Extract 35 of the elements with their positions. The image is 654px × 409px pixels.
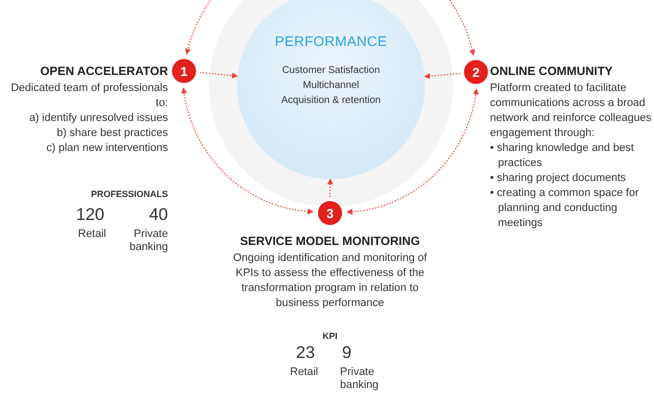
section-heading: SERVICE MODEL MONITORING (238, 234, 422, 248)
stat-label: Retail (78, 228, 108, 241)
list-item: c) plan new interventions (45, 141, 168, 156)
dotted-arrow (181, 87, 314, 214)
dotted-arrow (424, 72, 461, 80)
circle-item: Acquisition & retention (281, 94, 381, 108)
stat-heading: KPI (321, 330, 338, 342)
description-text: Ongoing identification and monitoring of KPIs to assess the effectiveness of the transformation program in relation to business performance (232, 251, 428, 311)
list-item: a) identify unresolved issues (28, 111, 168, 126)
section-heading: ONLINE COMMUNITY (490, 64, 614, 78)
bullet-item: • creating a common space for planning and conducting meetings (490, 186, 640, 231)
circle-item: Multichannel (302, 79, 360, 93)
stat-number: 120 (76, 204, 106, 226)
number-badge: 3 (318, 201, 342, 225)
stat-number: 23 (296, 342, 316, 364)
stat-number: 9 (342, 342, 352, 364)
number-badge: 1 (172, 59, 196, 83)
number-badge: 2 (464, 60, 488, 84)
stat-label: Private banking (128, 228, 168, 254)
list-item: b) share best practices (56, 126, 168, 141)
bullet-item: • sharing project documents (490, 171, 627, 186)
circle-title: PERFORMANCE (274, 33, 388, 49)
stat-label: Retail (290, 366, 320, 379)
bullet-item: • sharing knowledge and best practices (490, 141, 635, 171)
stat-number: 40 (148, 204, 168, 226)
description-text: Dedicated team of professionals to: (10, 81, 168, 111)
dotted-arrow (185, 0, 476, 56)
stat-label: Private banking (340, 366, 380, 392)
description-text: Platform created to facilitate communications across a broad network and reinforce colleagues engagement through: (490, 81, 652, 141)
circle-item: Customer Satisfaction (282, 64, 380, 78)
dotted-arrow (199, 72, 238, 79)
stat-heading: PROFESSIONALS (90, 188, 168, 200)
dotted-arrow (327, 178, 334, 198)
dotted-arrow (346, 88, 479, 215)
section-heading: OPEN ACCELERATOR (39, 64, 168, 78)
